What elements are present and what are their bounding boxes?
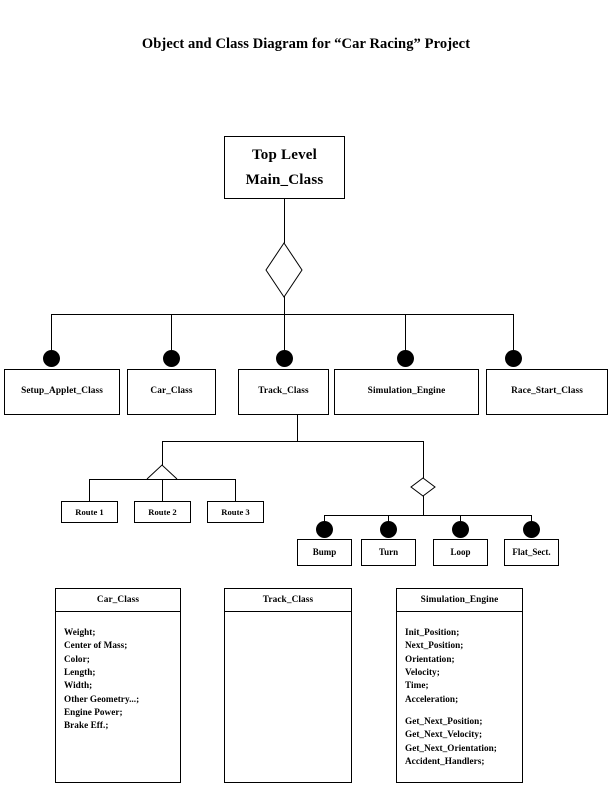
connector-drop-setup-applet xyxy=(51,314,52,353)
class-box-track-label: Track_Class xyxy=(258,386,309,397)
detail-box-simulation-engine[interactable]: Simulation_Engine Init_Position; Next_Pos… xyxy=(396,588,523,783)
connector-segments-stem-upper xyxy=(423,441,424,478)
class-box-simulation[interactable]: Simulation_Engine xyxy=(334,369,479,415)
page-title: Object and Class Diagram for “Car Racing… xyxy=(141,36,471,52)
route-box-1[interactable]: Route 1 xyxy=(61,501,118,523)
attribute-line: Acceleration; xyxy=(405,693,459,704)
class-box-track[interactable]: Track_Class xyxy=(238,369,329,415)
attribute-line: Weight; xyxy=(64,627,96,637)
attribute-line: Engine Power; xyxy=(64,707,123,718)
connector-drop-route-2 xyxy=(162,479,163,501)
connector-bus-classes xyxy=(51,314,513,315)
segment-box-flat-sect[interactable]: Flat_Sect. xyxy=(504,539,559,566)
segment-box-turn-label: Turn xyxy=(378,546,399,557)
connector-drop-car xyxy=(171,314,172,353)
object-dot-flat-sect xyxy=(523,521,540,538)
route-box-3-label: Route 3 xyxy=(221,506,250,517)
attribute-line: Center of Mass; xyxy=(64,640,128,651)
connector-drop-route-3 xyxy=(235,479,236,501)
class-box-simulation-label: Simulation_Engine xyxy=(367,386,446,397)
object-dot-turn xyxy=(380,521,397,538)
object-dot-race-start xyxy=(505,350,522,367)
attribute-line: Width; xyxy=(64,680,93,691)
segment-box-bump[interactable]: Bump xyxy=(297,539,352,566)
connector-drop-track xyxy=(284,314,285,353)
connector-track-split-bar xyxy=(162,441,424,442)
object-dot-track xyxy=(276,350,293,367)
class-box-car-label: Car_Class xyxy=(150,386,193,397)
connector-root-to-diamond xyxy=(284,199,285,243)
detail-box-car-class[interactable]: Car_Class Weight; Center of Mass; Color; Le… xyxy=(55,588,181,783)
detail-box-simulation-engine-attributes: Init_Position; Next_Position; Orientation;… xyxy=(397,612,522,768)
segment-box-bump-label: Bump xyxy=(312,546,337,557)
class-box-car[interactable]: Car_Class xyxy=(127,369,216,415)
detail-box-track-class-header: Track_Class xyxy=(225,589,351,612)
aggregation-diamond-routes xyxy=(145,464,179,480)
aggregation-diamond-main xyxy=(265,242,303,298)
connector-drop-loop xyxy=(460,515,461,523)
attribute-line: Other Geometry...; xyxy=(64,693,140,704)
class-box-main[interactable]: Top Level Main_Class xyxy=(224,136,345,199)
connector-drop-route-1 xyxy=(89,479,90,501)
connector-routes-stem xyxy=(162,441,163,478)
attribute-line: Get_Next_Position; xyxy=(405,716,483,727)
connector-drop-simulation xyxy=(405,314,406,353)
attribute-line: Next_Position; xyxy=(405,640,464,651)
detail-box-car-class-header: Car_Class xyxy=(56,589,180,612)
class-box-setup-applet-label: Setup_Applet_Class xyxy=(21,386,103,397)
class-box-race-start-label: Race_Start_Class xyxy=(511,386,583,397)
connector-drop-turn xyxy=(388,515,389,523)
connector-diamond-to-bus xyxy=(284,296,285,315)
detail-box-car-class-attributes: Weight; Center of Mass; Color; Length; Width… xyxy=(56,612,180,733)
attribute-line: Brake Eff.; xyxy=(64,720,109,731)
attribute-line: Length; xyxy=(64,667,96,678)
connector-drop-bump xyxy=(324,515,325,523)
route-box-3[interactable]: Route 3 xyxy=(207,501,264,523)
segment-box-loop-label: Loop xyxy=(450,546,471,557)
connector-drop-flat-sect xyxy=(531,515,532,523)
object-dot-bump xyxy=(316,521,333,538)
attribute-line: Init_Position; xyxy=(405,627,460,637)
class-box-main-line2: Main_Class xyxy=(245,171,324,188)
attribute-line: Get_Next_Orientation; xyxy=(405,742,497,753)
route-box-2-label: Route 2 xyxy=(148,506,177,517)
attribute-spacer xyxy=(405,706,522,715)
class-box-setup-applet[interactable]: Setup_Applet_Class xyxy=(4,369,120,415)
attribute-line: Orientation; xyxy=(405,653,455,664)
connector-bus-segments xyxy=(324,515,531,516)
attribute-line: Get_Next_Velocity; xyxy=(405,729,483,740)
attribute-line: Color; xyxy=(64,653,90,664)
segment-box-turn[interactable]: Turn xyxy=(361,539,416,566)
attribute-line: Accident_Handlers; xyxy=(405,756,485,767)
segment-box-loop[interactable]: Loop xyxy=(433,539,488,566)
object-dot-setup-applet xyxy=(43,350,60,367)
class-box-race-start[interactable]: Race_Start_Class xyxy=(486,369,608,415)
segment-box-flat-sect-label: Flat_Sect. xyxy=(512,546,551,557)
detail-box-track-class-attributes xyxy=(225,612,351,626)
attribute-line: Velocity; xyxy=(405,667,440,678)
connector-segments-stem-lower xyxy=(423,496,424,516)
route-box-1-label: Route 1 xyxy=(75,506,104,517)
attribute-line: Time; xyxy=(405,680,429,691)
object-dot-simulation xyxy=(397,350,414,367)
route-box-2[interactable]: Route 2 xyxy=(134,501,191,523)
object-dot-loop xyxy=(452,521,469,538)
class-box-main-line1: Top Level xyxy=(251,146,317,163)
connector-drop-race-start xyxy=(513,314,514,353)
connector-track-stem xyxy=(297,415,298,442)
aggregation-diamond-segments xyxy=(410,477,437,498)
detail-box-track-class[interactable]: Track_Class xyxy=(224,588,352,783)
detail-box-simulation-engine-header: Simulation_Engine xyxy=(397,589,522,612)
object-dot-car xyxy=(163,350,180,367)
